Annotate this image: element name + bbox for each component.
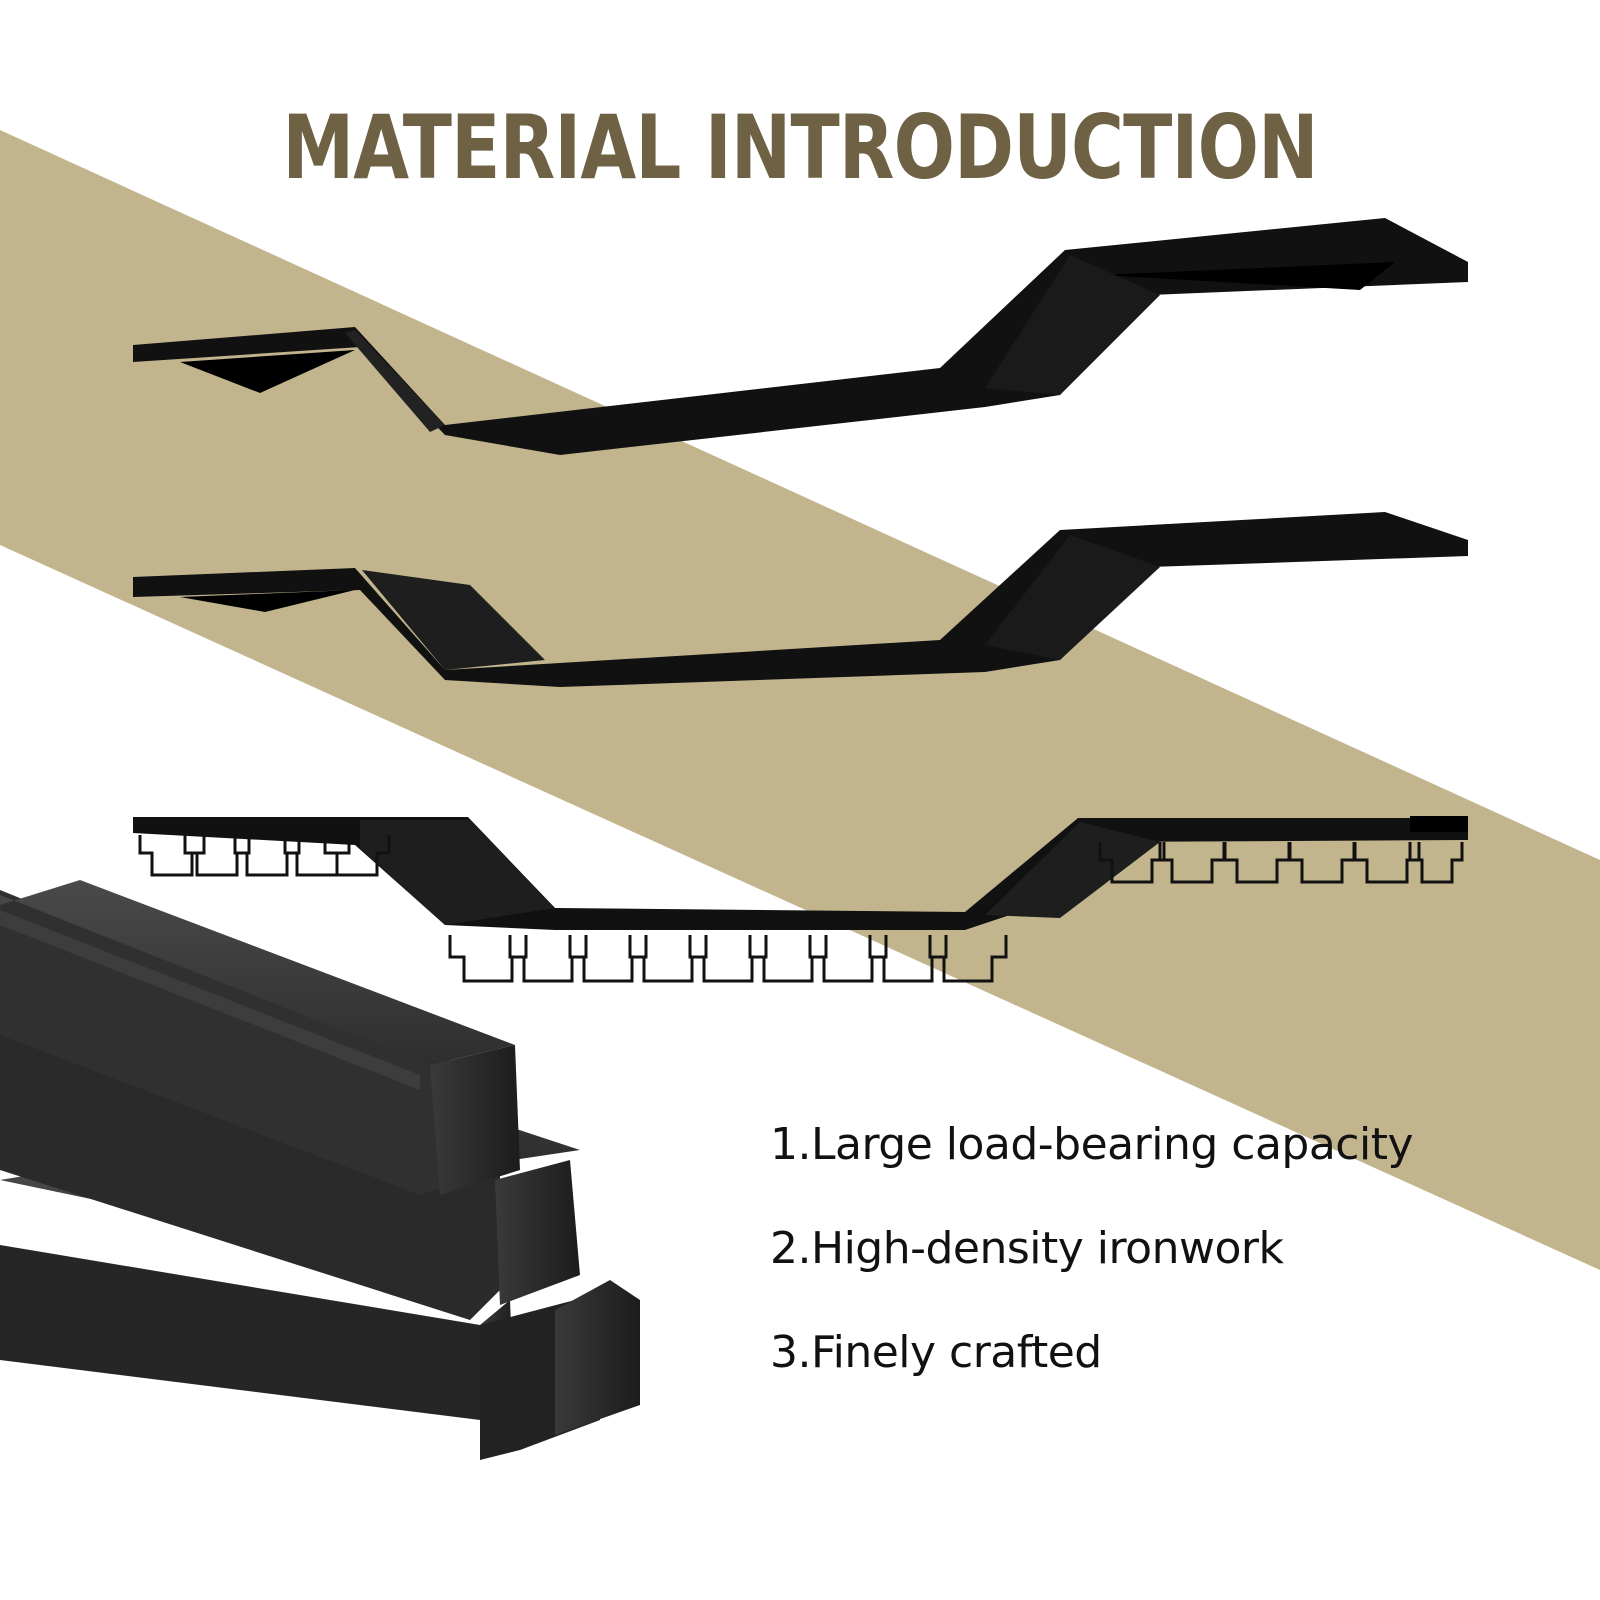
page-title: MATERIAL INTRODUCTION bbox=[282, 96, 1318, 199]
wall-shelf-icon bbox=[133, 512, 1468, 687]
square-steel-tubes-icon bbox=[0, 880, 640, 1460]
feature-item: 1.Large load-bearing capacity bbox=[770, 1119, 1414, 1170]
feature-item: 2.High-density ironwork bbox=[770, 1223, 1284, 1274]
wall-shelf-icon bbox=[133, 218, 1468, 455]
feature-item: 3.Finely crafted bbox=[770, 1327, 1102, 1378]
wine-glass-rack-shelf-icon bbox=[133, 816, 1468, 983]
diagonal-background-band bbox=[0, 130, 1600, 1270]
feature-list: 1.Large load-bearing capacity 2.High-den… bbox=[770, 1118, 1570, 1430]
